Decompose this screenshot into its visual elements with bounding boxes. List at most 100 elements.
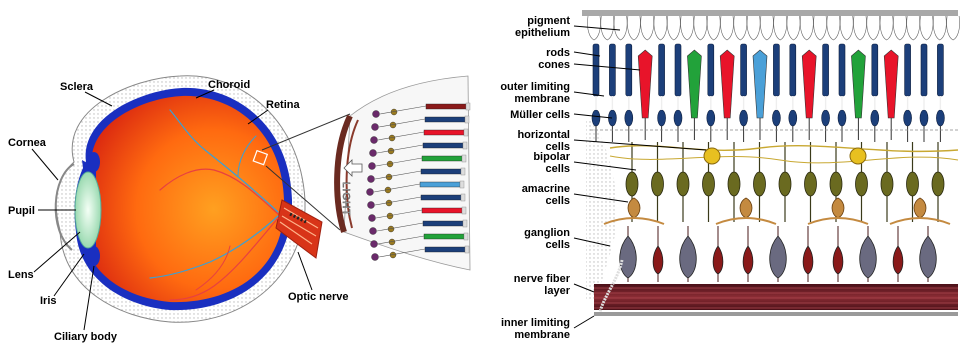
rod-cell (675, 44, 681, 96)
label-choroid: Choroid (208, 79, 250, 91)
rod-cell (905, 44, 911, 96)
ciliary-body-lower (88, 246, 100, 266)
rod-cell (937, 44, 943, 96)
rod-nucleus (707, 110, 715, 126)
bipolar-cell (805, 172, 817, 196)
bipolar-cell (907, 172, 919, 196)
inset-ganglion (371, 241, 378, 248)
pigment-epithelium-cells (587, 16, 959, 40)
rod-nucleus (871, 110, 879, 126)
rod-nucleus (772, 110, 780, 126)
pigment-cell (853, 16, 866, 40)
amacrine-process (890, 218, 950, 224)
pigment-cell (614, 16, 627, 40)
label-ciliary-body: Ciliary body (54, 331, 118, 343)
photoreceptor-layer (592, 44, 944, 142)
bipolar-cell-layer (626, 142, 944, 222)
cone-cell (802, 50, 816, 118)
inset-photoreceptor (425, 247, 465, 252)
rod-cell (708, 44, 714, 96)
pigment-cell (814, 16, 827, 40)
pigment-cell (840, 16, 853, 40)
horizontal-cell-body (704, 148, 720, 164)
light-label: LIGHT (340, 182, 351, 216)
inner-limiting-membrane (594, 312, 958, 316)
inset-photoreceptor (422, 208, 462, 213)
pigment-cell (707, 16, 720, 40)
ganglion-cell (743, 246, 753, 274)
pigment-cell (747, 16, 760, 40)
amacrine-process (716, 218, 776, 224)
rod-cell (823, 44, 829, 96)
retina-label: ganglion (524, 227, 570, 239)
pigment-cell (681, 16, 694, 40)
retina-label: cells (546, 163, 570, 175)
retina-label: pigment (527, 15, 570, 27)
bipolar-cell (703, 172, 715, 196)
pigment-cell (641, 16, 654, 40)
pigment-cell (827, 16, 840, 40)
rod-cell (609, 44, 615, 96)
inset-photoreceptor (422, 156, 462, 161)
inset-ganglion (368, 202, 375, 209)
retina-label: outer limiting (500, 81, 570, 93)
rod-nucleus (822, 110, 830, 126)
pigment-cell (774, 16, 787, 40)
horizontal-cell-body-2 (850, 148, 866, 164)
bipolar-cell (830, 172, 842, 196)
inset-ganglion (368, 176, 375, 183)
inset-pigment (461, 168, 465, 175)
retina-label-leader (574, 316, 594, 328)
ganglion-cell (770, 236, 787, 278)
inset-pigment (464, 129, 468, 136)
inset-photoreceptor (423, 221, 463, 226)
rod-nucleus (838, 110, 846, 126)
amacrine-cell-layer (604, 198, 950, 224)
inset-photoreceptor (426, 104, 466, 109)
cone-cell (884, 50, 898, 118)
rod-nucleus (936, 110, 944, 126)
rod-nucleus (674, 110, 682, 126)
inset-pigment (463, 220, 467, 227)
amacrine-cell (914, 198, 926, 218)
inset-pigment (464, 233, 468, 240)
pigment-cell (880, 16, 893, 40)
lens (75, 172, 101, 248)
amacrine-cell (740, 198, 752, 218)
retina-label: inner limiting (501, 317, 570, 329)
label-optic-nerve: Optic nerve (288, 291, 349, 303)
rod-cell (790, 44, 796, 96)
pigment-cell (720, 16, 733, 40)
cone-cell (720, 50, 734, 118)
rod-cell (741, 44, 747, 96)
inset-ganglion (373, 111, 380, 118)
label-cornea: Cornea (8, 137, 47, 149)
rod-nucleus (658, 110, 666, 126)
rod-nucleus (789, 110, 797, 126)
amacrine-process (808, 218, 868, 224)
retina-label: nerve fiber (514, 273, 571, 285)
rod-cell (839, 44, 845, 96)
pigment-cell (893, 16, 906, 40)
amacrine-cell (832, 198, 844, 218)
rod-cell (872, 44, 878, 96)
pigment-cell (920, 16, 933, 40)
inset-ganglion (372, 254, 379, 261)
bipolar-cell (626, 172, 638, 196)
ganglion-cell-layer (620, 226, 937, 282)
inset-ganglion (370, 150, 377, 157)
eyeball-cross-section (56, 76, 350, 323)
rod-nucleus (920, 110, 928, 126)
retina-layer-detail (582, 10, 960, 316)
ganglion-cell (920, 236, 937, 278)
retina-label: bipolar (533, 151, 570, 163)
pigment-cell (694, 16, 707, 40)
retina-label: layer (544, 285, 570, 297)
retina-label: epithelium (515, 27, 570, 39)
ganglion-cell (803, 246, 813, 274)
retina-label: membrane (514, 329, 570, 341)
inset-pigment (460, 181, 464, 188)
pigment-cell (734, 16, 747, 40)
label-retina: Retina (266, 99, 301, 111)
inset-photoreceptor (425, 117, 465, 122)
